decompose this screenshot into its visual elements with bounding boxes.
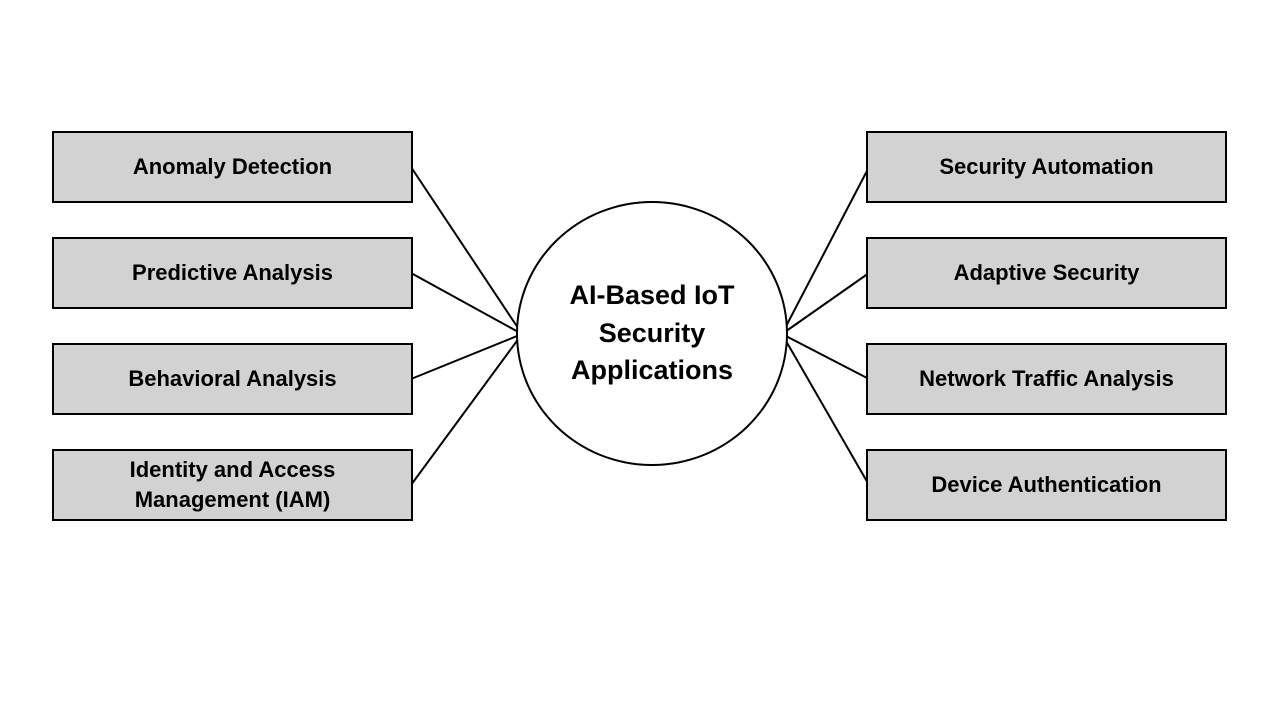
center-node-label: AI-Based IoT Security Applications (569, 279, 735, 386)
connector-anomaly-detection (410, 166, 523, 335)
node-label: Behavioral Analysis (128, 366, 337, 392)
connector-network-traffic-analysis (781, 333, 870, 380)
node-predictive-analysis: Predictive Analysis (52, 237, 413, 309)
node-label: Device Authentication (931, 472, 1162, 498)
node-device-authentication: Device Authentication (866, 449, 1227, 521)
node-adaptive-security: Adaptive Security (866, 237, 1227, 309)
node-label: Security Automation (939, 154, 1154, 180)
node-label: Adaptive Security (953, 260, 1140, 286)
node-label: Network Traffic Analysis (919, 366, 1174, 392)
node-identity-access-management: Identity and Access Management (IAM) (52, 449, 413, 521)
connector-device-authentication (781, 333, 870, 486)
connector-adaptive-security (781, 272, 870, 335)
connector-security-automation (781, 166, 870, 335)
connector-iam (410, 333, 523, 486)
center-node: AI-Based IoT Security Applications (516, 201, 788, 466)
node-anomaly-detection: Anomaly Detection (52, 131, 413, 203)
node-network-traffic-analysis: Network Traffic Analysis (866, 343, 1227, 415)
connector-behavioral-analysis (410, 333, 523, 380)
node-label: Identity and Access Management (IAM) (129, 457, 336, 512)
node-label: Anomaly Detection (132, 154, 333, 180)
node-behavioral-analysis: Behavioral Analysis (52, 343, 413, 415)
node-label: Predictive Analysis (132, 260, 333, 286)
connector-predictive-analysis (410, 272, 523, 335)
node-security-automation: Security Automation (866, 131, 1227, 203)
